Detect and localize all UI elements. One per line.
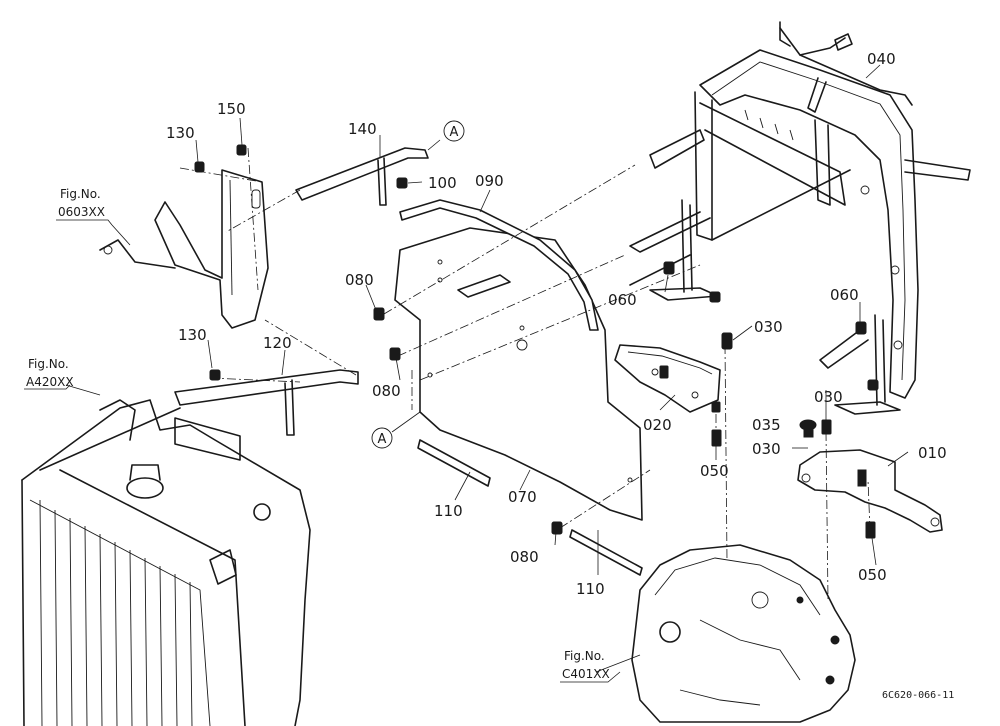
callout-080: 080 [510,548,539,566]
callout-090: 090 [475,172,504,190]
fig-ref-a420xx-line1: Fig.No. [28,357,69,371]
callout-035: 035 [752,416,781,434]
callout-100: 100 [428,174,457,192]
drawing-number: 6C620-066-11 [882,690,954,701]
marker-a-top: A [443,120,465,142]
bracket-040 [779,21,913,113]
callout-070: 070 [508,488,537,506]
seal-110-right [569,529,643,576]
figure-references: Fig.No. 0603XX Fig.No. A420XX Fig.No. C4… [24,187,621,683]
callout-060: 060 [608,291,637,309]
bracket-010 [797,449,943,533]
callout-010: 010 [918,444,947,462]
plate-070 [394,227,643,521]
callout-080: 080 [345,271,374,289]
seal-090 [399,199,599,331]
callout-140: 140 [348,120,377,138]
callout-120: 120 [263,334,292,352]
seal-110-left [417,439,491,487]
marker-a-label: A [450,125,459,140]
radiator [21,399,311,726]
callout-050: 050 [858,566,887,584]
bar-140 [295,147,429,206]
bracket-060-right [834,314,901,415]
callout-030: 030 [754,318,783,336]
callout-110: 110 [434,502,463,520]
callout-030: 030 [752,440,781,458]
marker-a-bottom: A [371,427,393,449]
callout-020: 020 [643,416,672,434]
fig-ref-a420xx-line2: A420XX [26,375,74,389]
callout-060: 060 [830,286,859,304]
assembly-lines [179,147,871,601]
bracket-020 [614,344,721,413]
bar-120 [174,369,359,436]
callout-130: 130 [178,326,207,344]
front-frame [629,49,971,399]
leader-lines [65,64,909,673]
bracket-060-left [649,199,721,303]
callout-040: 040 [867,50,896,68]
callout-030: 030 [814,388,843,406]
clutch-housing [631,544,856,723]
callouts: 010 020 030 030 030 035 040 050 050 060 … [166,50,947,598]
callout-110: 110 [576,580,605,598]
fig-ref-c401xx-line2: C401XX [562,667,610,681]
callout-130: 130 [166,124,195,142]
callout-050: 050 [700,462,729,480]
fig-ref-0603xx-line2: 0603XX [58,205,105,219]
bracket-0603xx [99,144,269,329]
callout-150: 150 [217,100,246,118]
fig-ref-0603xx-line1: Fig.No. [60,187,101,201]
bolts-080 [373,307,563,535]
fig-ref-c401xx-line1: Fig.No. [564,649,605,663]
callout-080: 080 [372,382,401,400]
fasteners [711,332,876,539]
marker-a-label: A [378,432,387,447]
